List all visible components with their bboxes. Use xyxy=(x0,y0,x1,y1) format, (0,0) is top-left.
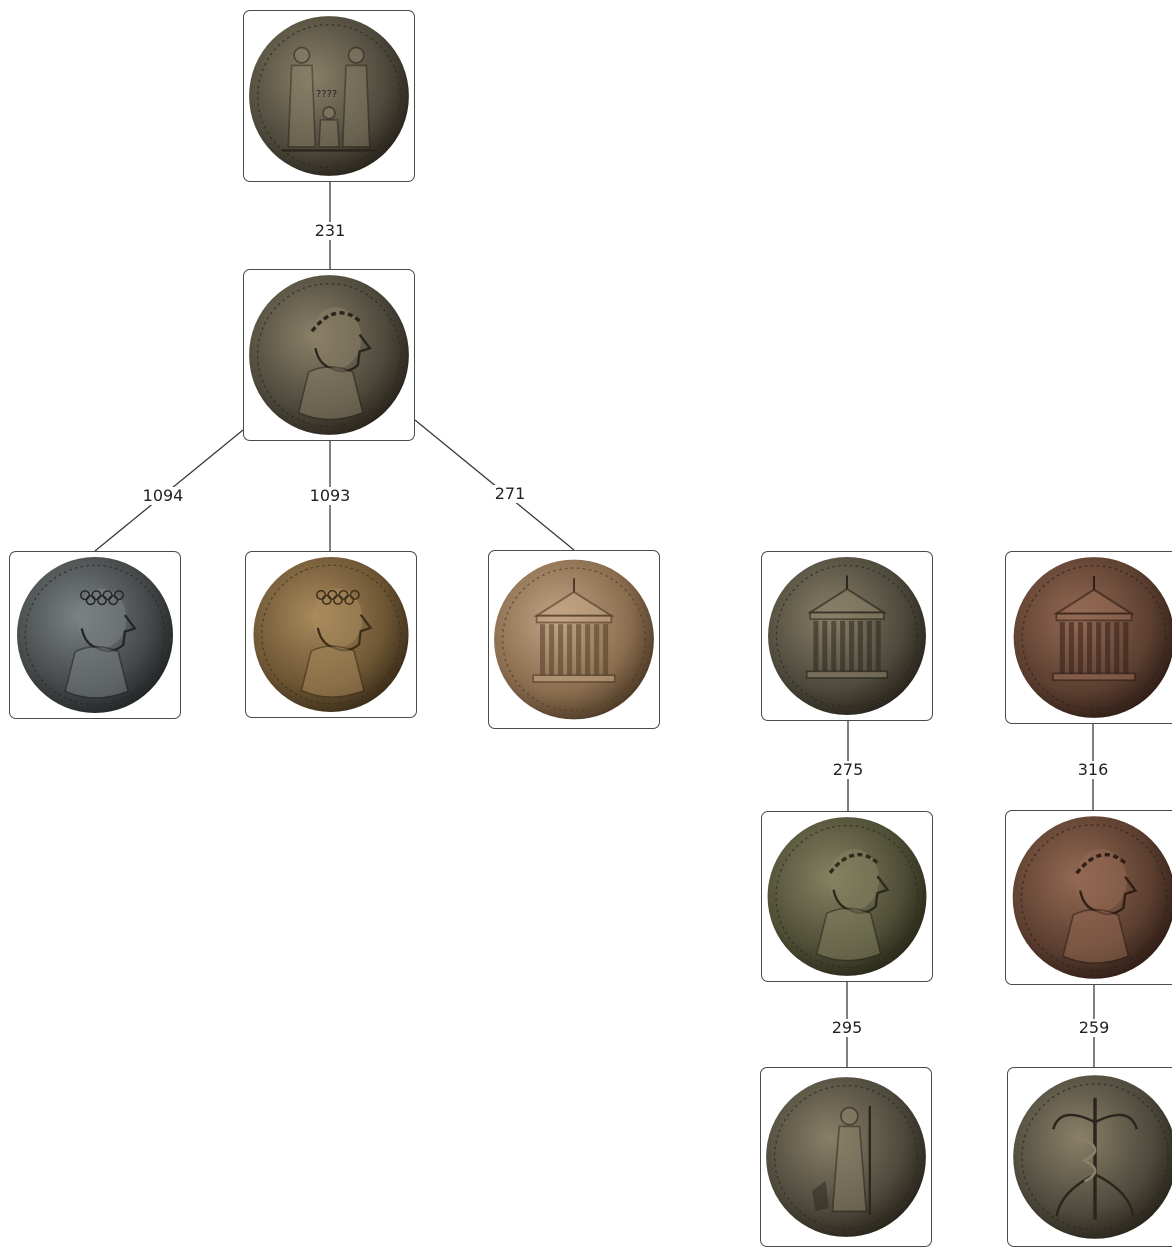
edge-label-1094: 1094 xyxy=(140,486,186,505)
temple-figure xyxy=(1052,575,1136,682)
coin-node-n8[interactable] xyxy=(761,811,933,982)
coin-node-n6[interactable] xyxy=(761,551,933,721)
coin-node-n5[interactable] xyxy=(488,550,660,729)
figures-group xyxy=(281,46,377,152)
coin-image xyxy=(1013,1075,1172,1239)
coin-image xyxy=(249,16,409,176)
coin-disc xyxy=(249,16,409,176)
bust-figure xyxy=(300,588,373,698)
coin-image xyxy=(253,556,409,713)
coin-image xyxy=(16,556,174,714)
bust-figure xyxy=(297,307,372,421)
edge-label-231: 231 xyxy=(312,221,348,240)
coin-image xyxy=(1012,816,1172,979)
legend-dots xyxy=(775,564,919,708)
unknown-die-label: ???? xyxy=(316,89,338,100)
edge-label-271: 271 xyxy=(492,484,528,503)
temple-figure xyxy=(532,578,616,683)
coin-node-n9[interactable] xyxy=(1005,810,1172,985)
edge-label-1093: 1093 xyxy=(307,486,353,505)
bust-figure xyxy=(815,849,890,962)
legend-dots xyxy=(775,824,919,969)
coin-image xyxy=(249,275,409,435)
coin-node-n1[interactable]: ???? xyxy=(243,10,415,182)
standing-figure xyxy=(812,1106,871,1215)
legend-dots xyxy=(24,564,166,706)
temple-figure xyxy=(805,575,889,679)
legend-dots xyxy=(1021,564,1167,711)
coin-disc xyxy=(1013,557,1172,718)
bust-figure xyxy=(64,588,137,699)
coin-image xyxy=(494,559,654,720)
caduceus-figure xyxy=(1052,1097,1138,1220)
coin-image xyxy=(767,817,927,976)
coin-node-n11[interactable] xyxy=(1007,1067,1172,1247)
legend-dots xyxy=(501,567,647,712)
coin-image xyxy=(766,1077,926,1237)
coin-node-n7[interactable] xyxy=(1005,551,1172,724)
coin-node-n3[interactable] xyxy=(9,551,181,719)
coin-image xyxy=(768,557,926,715)
coin-disc xyxy=(1013,1075,1172,1239)
coin-node-n10[interactable] xyxy=(760,1067,932,1247)
edge-label-295: 295 xyxy=(829,1018,865,1037)
coin-node-n2[interactable] xyxy=(243,269,415,441)
edge-label-316: 316 xyxy=(1075,760,1111,779)
legend-dots xyxy=(773,1084,919,1230)
coin-node-n4[interactable] xyxy=(245,551,417,718)
legend-dots xyxy=(256,282,402,428)
legend-dots xyxy=(261,564,401,705)
edge-label-259: 259 xyxy=(1076,1018,1112,1037)
legend-dots xyxy=(256,23,402,169)
edge-label-275: 275 xyxy=(830,760,866,779)
coin-image xyxy=(1013,557,1172,718)
legend-dots xyxy=(1020,824,1168,971)
legend-dots xyxy=(1021,1083,1169,1231)
bust-figure xyxy=(1061,849,1138,965)
